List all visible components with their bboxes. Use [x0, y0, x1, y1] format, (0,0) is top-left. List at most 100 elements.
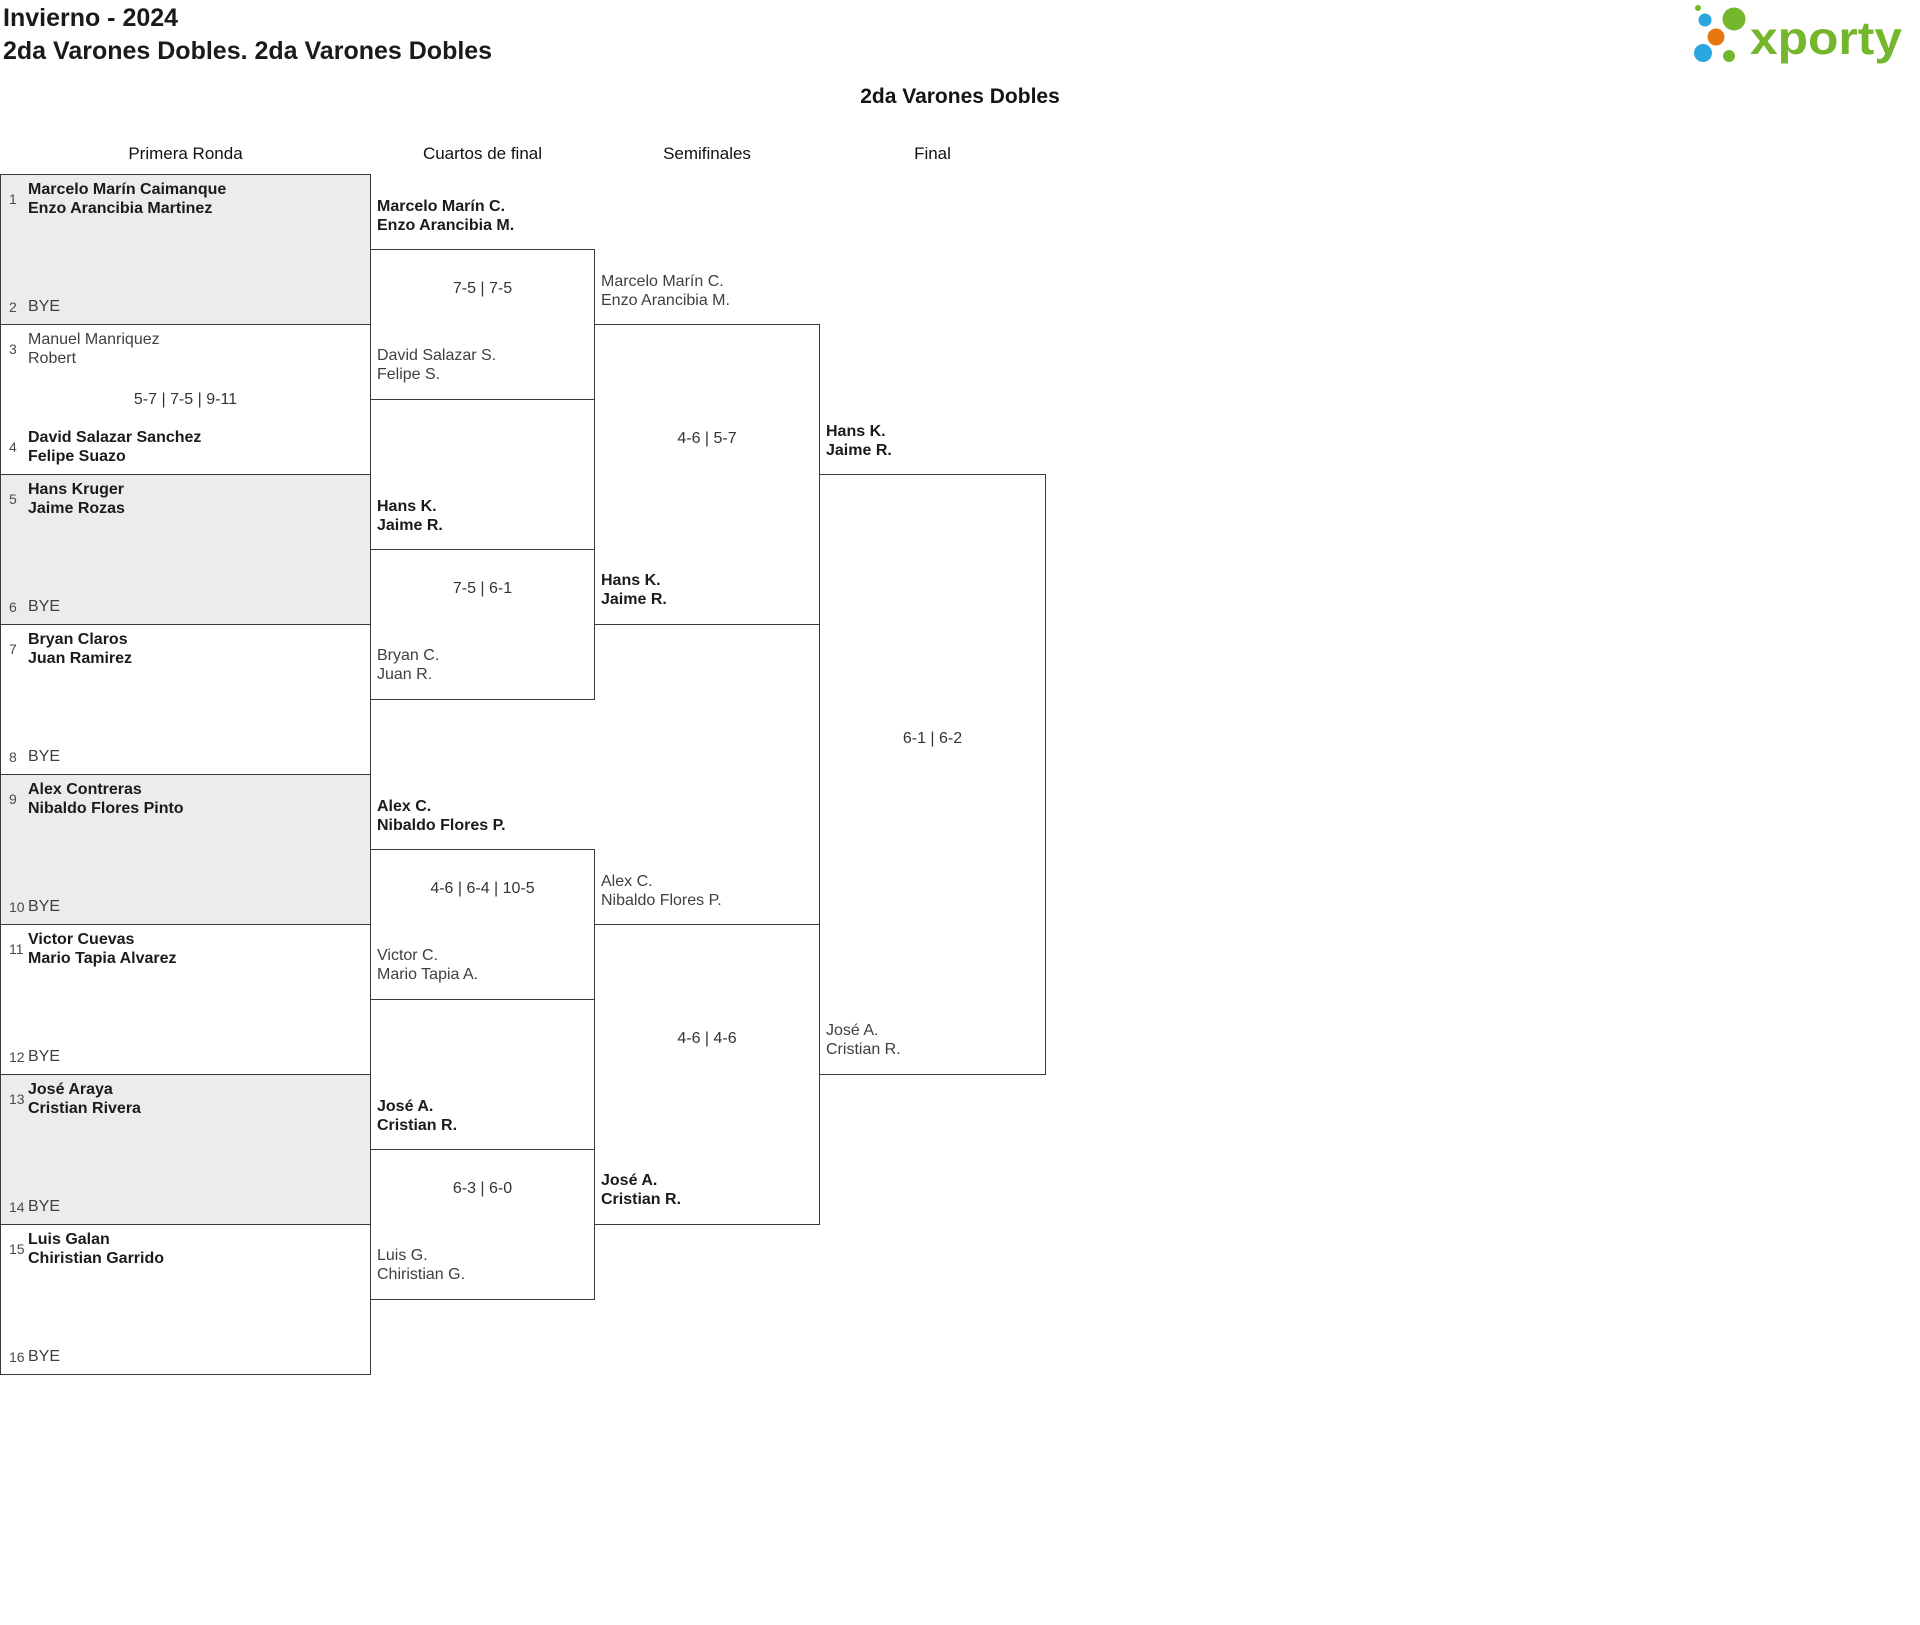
- match-box-sf-2: Alex C. Nibaldo Flores P. 4-6 | 4-6 José…: [594, 873, 820, 1225]
- player-name: Robert: [28, 350, 77, 367]
- match-score: 7-5 | 7-5: [452, 279, 513, 297]
- player-name: Bryan C.: [377, 647, 440, 664]
- match-score: 4-6 | 5-7: [677, 429, 737, 447]
- player-name: BYE: [28, 1348, 61, 1365]
- team-slot: 11 Victor Cuevas Mario Tapia Alvarez: [1, 930, 370, 968]
- team-names: BYE: [28, 747, 60, 766]
- logo-dot-icon: [1707, 28, 1725, 46]
- player-name: Hans Kruger: [28, 481, 125, 498]
- player-name: BYE: [28, 748, 61, 765]
- match-box-qf-3: Alex C. Nibaldo Flores P. 4-6 | 6-4 | 10…: [370, 798, 595, 1000]
- seed-number: 14: [9, 1198, 25, 1215]
- team-slot: 6 BYE: [1, 597, 370, 616]
- player-name: Chiristian Garrido: [28, 1250, 165, 1267]
- logo-dot-icon: [1694, 44, 1712, 62]
- seed-number: 5: [9, 491, 17, 507]
- player-name: Enzo Arancibia M.: [601, 292, 730, 309]
- round-header-semifinales: Semifinales: [663, 144, 751, 163]
- player-name: Nibaldo Flores P.: [377, 817, 506, 834]
- player-name: Jaime Rozas: [28, 500, 125, 517]
- team-slot: 4 David Salazar Sanchez Felipe Suazo: [1, 428, 370, 466]
- match-box-r1-1: 1 Marcelo Marín Caimanque Enzo Arancibia…: [0, 174, 371, 325]
- match-box-qf-1: Marcelo Marín C. Enzo Arancibia M. 7-5 |…: [370, 198, 595, 400]
- player-name: José A.: [601, 1172, 658, 1189]
- team-label: José A. Cristian R.: [377, 1097, 457, 1135]
- player-name: Jaime R.: [601, 591, 667, 608]
- team-slot: 14 BYE: [1, 1197, 370, 1216]
- match-box-qf-2: Hans K. Jaime R. 7-5 | 6-1 Bryan C. Juan…: [370, 498, 595, 700]
- seed-number: 15: [9, 1241, 25, 1257]
- player-name: Luis G.: [377, 1247, 428, 1264]
- match-box-r1-7: 13 José Araya Cristian Rivera 14 BYE: [0, 1074, 371, 1225]
- match-box-sf-1: Marcelo Marín C. Enzo Arancibia M. 4-6 |…: [594, 273, 820, 625]
- player-name: Hans K.: [826, 423, 886, 440]
- player-name: Marcelo Marín C.: [377, 198, 506, 215]
- team-names: BYE: [28, 1197, 60, 1216]
- player-name: Chiristian G.: [377, 1266, 466, 1283]
- team-names: BYE: [28, 597, 60, 616]
- bracket-title: 2da Varones Dobles: [860, 85, 1060, 108]
- team-names: BYE: [28, 1347, 60, 1366]
- player-name: Jaime R.: [377, 517, 443, 534]
- team-slot: 10 BYE: [1, 897, 370, 916]
- player-name: David Salazar S.: [377, 347, 497, 364]
- player-name: Marcelo Marín Caimanque: [28, 181, 227, 198]
- team-label: Luis G. Chiristian G.: [377, 1246, 465, 1284]
- logo-text: xporty: [1750, 12, 1902, 64]
- xporty-logo[interactable]: xporty: [1684, 0, 1912, 70]
- player-name: Cristian R.: [377, 1117, 458, 1134]
- seed-number: 4: [9, 439, 17, 455]
- player-name: Alex C.: [601, 873, 653, 890]
- team-names: Alex Contreras Nibaldo Flores Pinto: [28, 780, 184, 818]
- logo-dot-icon: [1695, 5, 1701, 11]
- team-label: Bryan C. Juan R.: [377, 646, 439, 684]
- match-box-r1-6: 11 Victor Cuevas Mario Tapia Alvarez 12 …: [0, 924, 371, 1075]
- seed-number: 6: [9, 598, 17, 615]
- team-slot: 3 Manuel Manriquez Robert: [1, 330, 370, 368]
- logo-dot-icon: [1722, 7, 1746, 31]
- player-name: Nibaldo Flores P.: [601, 892, 722, 909]
- team-names: Bryan Claros Juan Ramirez: [28, 630, 132, 668]
- match-score: 6-3 | 6-0: [452, 1179, 513, 1197]
- seed-number: 10: [9, 898, 25, 915]
- team-slot: 8 BYE: [1, 747, 370, 766]
- match-box-r1-2: 3 Manuel Manriquez Robert 5-7 | 7-5 | 9-…: [0, 324, 371, 475]
- seed-number: 9: [9, 791, 17, 807]
- player-name: Juan Ramirez: [28, 650, 133, 667]
- team-label: Marcelo Marín C. Enzo Arancibia M.: [601, 272, 730, 310]
- seed-number: 11: [9, 941, 24, 957]
- seed-number: 13: [9, 1091, 25, 1107]
- match-box-r1-5: 9 Alex Contreras Nibaldo Flores Pinto 10…: [0, 774, 371, 925]
- round-header-cuartos-de-final: Cuartos de final: [422, 144, 543, 163]
- player-name: Felipe Suazo: [28, 448, 126, 465]
- match-box-r1-3: 5 Hans Kruger Jaime Rozas 6 BYE: [0, 474, 371, 625]
- team-names: Marcelo Marín Caimanque Enzo Arancibia M…: [28, 180, 226, 218]
- match-box-r1-4: 7 Bryan Claros Juan Ramirez 8 BYE: [0, 624, 371, 775]
- team-label: José A. Cristian R.: [601, 1171, 681, 1209]
- match-score: 7-5 | 6-1: [452, 579, 513, 597]
- player-name: David Salazar Sanchez: [28, 429, 202, 446]
- team-names: Hans Kruger Jaime Rozas: [28, 480, 125, 518]
- team-label: Hans K. Jaime R.: [826, 422, 892, 460]
- player-name: BYE: [28, 1048, 61, 1065]
- player-name: Jaime R.: [826, 442, 892, 459]
- seed-number: 3: [9, 341, 17, 357]
- team-names: Victor Cuevas Mario Tapia Alvarez: [28, 930, 177, 968]
- player-name: José Araya: [28, 1081, 113, 1098]
- seed-number: 8: [9, 748, 17, 765]
- team-slot: 9 Alex Contreras Nibaldo Flores Pinto: [1, 780, 370, 818]
- player-name: Manuel Manriquez: [28, 331, 160, 348]
- match-score: 4-6 | 6-4 | 10-5: [430, 879, 535, 897]
- seed-number: 12: [9, 1048, 25, 1065]
- player-name: Hans K.: [601, 572, 661, 589]
- match-score: 6-1 | 6-2: [902, 729, 963, 747]
- player-name: BYE: [28, 1198, 61, 1215]
- player-name: Bryan Claros: [28, 631, 128, 648]
- team-label: Hans K. Jaime R.: [377, 497, 443, 535]
- team-label: David Salazar S. Felipe S.: [377, 346, 496, 384]
- player-name: Alex Contreras: [28, 781, 142, 798]
- team-slot: 1 Marcelo Marín Caimanque Enzo Arancibia…: [1, 180, 370, 218]
- team-label: Alex C. Nibaldo Flores P.: [377, 797, 506, 835]
- team-label: Marcelo Marín C. Enzo Arancibia M.: [377, 197, 514, 235]
